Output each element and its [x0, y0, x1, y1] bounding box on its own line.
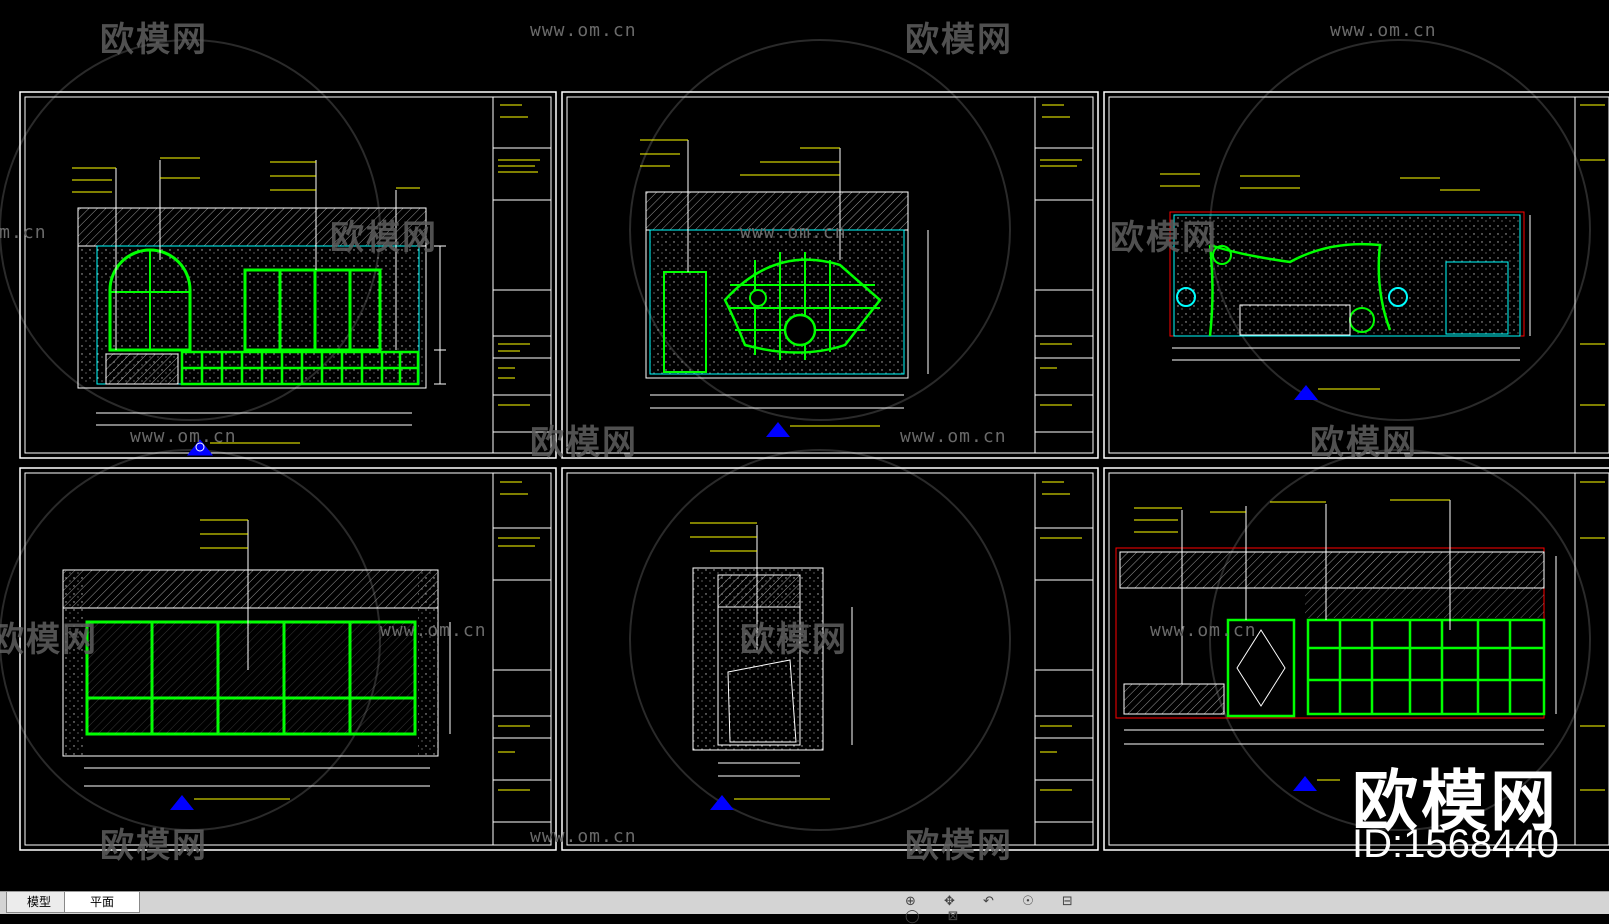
- title-block-4: [492, 472, 552, 846]
- watermark-url: www.om.cn: [900, 426, 1007, 447]
- watermark-url: www.om.cn: [130, 426, 237, 447]
- watermark-brand: 欧模网: [1310, 423, 1418, 463]
- sheet-5[interactable]: [561, 467, 1099, 851]
- watermark-brand: 欧模网: [100, 826, 208, 866]
- watermark-url: www.om.cn: [0, 222, 47, 243]
- layout-tab-bar: 模型 平面 ⊕ ✥ ↶ ☉ ⊟ ◯ ⊠: [0, 891, 1609, 924]
- watermark-brand: 欧模网: [740, 620, 848, 660]
- watermark-id: ID:1568440: [1352, 822, 1559, 866]
- watermark-url: www.om.cn: [530, 20, 637, 41]
- sheet-3[interactable]: [1103, 91, 1609, 459]
- title-block-2: [1034, 96, 1094, 454]
- sheet-4[interactable]: [19, 467, 557, 851]
- elevation-marker-5: [710, 795, 830, 810]
- watermark-brand: 欧模网: [905, 20, 1013, 60]
- tab-model[interactable]: 模型: [6, 892, 72, 913]
- navigation-tools[interactable]: ⊕ ✥ ↶ ☉ ⊟ ◯ ⊠: [905, 894, 1085, 924]
- elevation-marker-1: [186, 439, 300, 456]
- watermark-brand: 欧模网: [100, 20, 208, 60]
- watermark-url: www.om.cn: [530, 826, 637, 847]
- sheet-6[interactable]: [1103, 467, 1609, 851]
- watermark-url: www.om.cn: [740, 222, 847, 243]
- elevation-marker-3: [1294, 385, 1380, 400]
- watermark-url: www.om.cn: [1150, 620, 1257, 641]
- elevation-marker-2: [766, 422, 880, 437]
- cad-drawing: [0, 39, 1609, 851]
- watermark-brand: 欧模网: [330, 218, 438, 258]
- watermark-url: www.om.cn: [380, 620, 487, 641]
- model-space-canvas[interactable]: 欧模网 欧模网 欧模网 欧模网 欧模网 欧模网 欧模网 欧模网 欧模网 欧模网 …: [0, 0, 1609, 891]
- title-block-5: [1034, 472, 1094, 846]
- tab-plan[interactable]: 平面: [64, 892, 140, 913]
- sheet-1[interactable]: [19, 91, 557, 459]
- watermark-logo: 欧模网: [1352, 763, 1559, 840]
- elevation-marker-4: [170, 795, 290, 810]
- watermark-url: www.om.cn: [1330, 20, 1437, 41]
- sheet-2[interactable]: [561, 91, 1099, 459]
- elevation-marker-6: [1293, 776, 1340, 791]
- title-block-1: [492, 96, 552, 454]
- watermark-brand: 欧模网: [905, 826, 1013, 866]
- watermark-brand: 欧模网: [0, 620, 98, 660]
- watermark-brand: 欧模网: [1110, 218, 1218, 258]
- watermark-brand: 欧模网: [530, 423, 638, 463]
